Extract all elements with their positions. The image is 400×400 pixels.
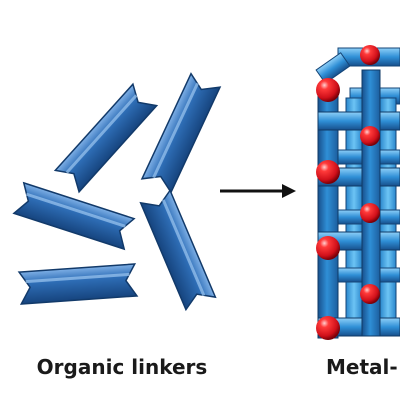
linker bbox=[139, 189, 217, 311]
reaction-arrow bbox=[220, 184, 296, 198]
organic-linkers-group bbox=[13, 72, 221, 311]
metal-framework-label: Metal- bbox=[326, 355, 398, 379]
metal-node bbox=[316, 78, 340, 102]
metal-node bbox=[360, 203, 380, 223]
metal-node bbox=[360, 126, 380, 146]
linker bbox=[141, 72, 221, 194]
linker bbox=[13, 182, 135, 250]
metal-node bbox=[360, 45, 380, 65]
metal-node bbox=[316, 316, 340, 340]
linker bbox=[18, 263, 138, 305]
organic-linkers-label: Organic linkers bbox=[37, 355, 208, 379]
metal-node bbox=[360, 284, 380, 304]
metal-node bbox=[316, 236, 340, 260]
linker bbox=[54, 83, 158, 193]
metal-node bbox=[316, 160, 340, 184]
metal-nodes-group bbox=[316, 45, 380, 340]
